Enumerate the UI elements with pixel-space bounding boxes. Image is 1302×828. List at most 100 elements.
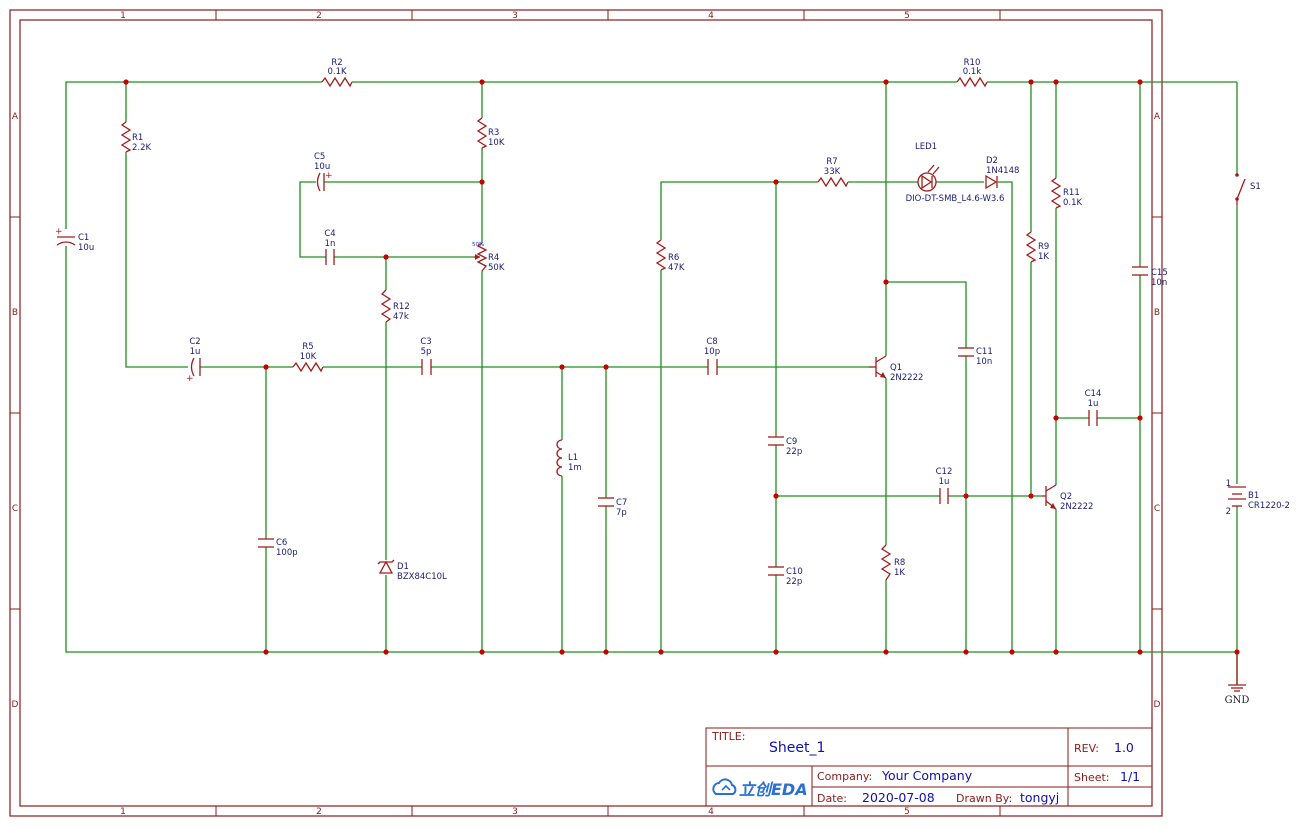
svg-text:2: 2 bbox=[316, 11, 322, 21]
capacitor-c6[interactable]: C6 100p bbox=[258, 538, 298, 558]
r1-ref: R1 bbox=[132, 133, 143, 143]
c12-value: 1u bbox=[939, 477, 950, 487]
resistor-r8[interactable]: R8 1K bbox=[880, 544, 905, 581]
r10-value: 0.1k bbox=[963, 67, 982, 77]
capacitor-c10[interactable]: C10 22p bbox=[768, 566, 803, 587]
resistor-r1[interactable]: R1 2.2K bbox=[120, 121, 152, 153]
svg-text:B: B bbox=[1154, 308, 1160, 318]
c4-value: 1n bbox=[325, 239, 336, 249]
svg-text:B: B bbox=[12, 308, 18, 318]
resistor-r7[interactable]: R7 33K bbox=[817, 157, 849, 188]
c15-value: 10n bbox=[1151, 278, 1167, 288]
c11-value: 10n bbox=[976, 357, 992, 367]
c7-value: 7p bbox=[616, 508, 627, 518]
b1-value: CR1220-2 bbox=[1248, 501, 1290, 511]
c5-value: 10u bbox=[314, 162, 330, 172]
q2-ref: Q2 bbox=[1060, 492, 1072, 502]
capacitor-c1[interactable]: + C1 10u bbox=[55, 227, 94, 253]
title-block: TITLE: Sheet_1 REV: 1.0 Company: Your Co… bbox=[705, 727, 1153, 807]
date-value: 2020-07-08 bbox=[862, 790, 935, 805]
b1-pin1: 1 bbox=[1226, 479, 1231, 489]
c9-ref: C9 bbox=[786, 437, 797, 447]
l1-value: 1m bbox=[568, 463, 582, 473]
rev-value: 1.0 bbox=[1114, 740, 1134, 755]
resistor-r12[interactable]: R12 47k bbox=[380, 289, 410, 323]
capacitor-c15[interactable]: C15 10n bbox=[1132, 266, 1168, 288]
capacitor-c8[interactable]: C8 10p bbox=[704, 337, 720, 375]
battery-b1[interactable]: 1 2 B1 CR1220-2 bbox=[1226, 479, 1290, 517]
resistor-r5[interactable]: R5 10K bbox=[292, 342, 324, 373]
potentiometer-r4[interactable]: 50% R4 50K bbox=[472, 242, 505, 273]
c12-ref: C12 bbox=[936, 467, 953, 477]
c14-value: 1u bbox=[1088, 399, 1099, 409]
r2-ref: R2 bbox=[331, 58, 342, 68]
svg-text:C: C bbox=[12, 504, 18, 514]
switch-s1[interactable]: S1 bbox=[1235, 173, 1261, 205]
resistor-r11[interactable]: R11 0.1K bbox=[1050, 177, 1083, 209]
svg-text:4: 4 bbox=[708, 807, 714, 817]
c14-ref: C14 bbox=[1085, 389, 1102, 399]
c6-ref: C6 bbox=[276, 538, 287, 548]
d1-value: BZX84C10L bbox=[397, 572, 447, 582]
resistor-r10[interactable]: R10 0.1k bbox=[956, 58, 988, 88]
logo-text: 立创EDA bbox=[739, 780, 808, 799]
q1-value: 2N2222 bbox=[890, 373, 923, 383]
svg-text:C: C bbox=[1154, 504, 1160, 514]
r7-ref: R7 bbox=[826, 157, 837, 167]
capacitor-c3[interactable]: C3 5p bbox=[420, 337, 432, 375]
ground-symbol: GND bbox=[1225, 652, 1249, 706]
r11-ref: R11 bbox=[1063, 188, 1080, 198]
r4-ref: R4 bbox=[488, 253, 499, 263]
c2-value: 1u bbox=[190, 347, 201, 357]
resistor-r3[interactable]: R3 10K bbox=[476, 117, 505, 149]
l1-ref: L1 bbox=[568, 453, 578, 463]
capacitor-c7[interactable]: C7 7p bbox=[598, 497, 627, 518]
svg-text:+: + bbox=[325, 171, 333, 181]
svg-text:D: D bbox=[1154, 700, 1161, 710]
r4-tag: 50% bbox=[472, 242, 484, 248]
r1-value: 2.2K bbox=[132, 143, 152, 153]
transistor-q2[interactable]: Q2 2N2222 bbox=[1042, 484, 1093, 512]
sheet-frame: 1 2 3 4 5 1 2 3 4 5 A B C D A B C D bbox=[9, 9, 1163, 817]
r12-value: 47k bbox=[393, 312, 409, 322]
capacitor-c9[interactable]: C9 22p bbox=[768, 436, 802, 457]
eda-logo: 立创EDA bbox=[712, 778, 808, 799]
b1-ref: B1 bbox=[1248, 491, 1259, 501]
date-label: Date: bbox=[817, 792, 847, 805]
svg-text:A: A bbox=[1154, 112, 1161, 122]
resistor-r6[interactable]: R6 47K bbox=[655, 239, 685, 273]
c1-value: 10u bbox=[78, 243, 94, 253]
capacitor-c14[interactable]: C14 1u bbox=[1085, 389, 1102, 426]
transistor-q1[interactable]: Q1 2N2222 bbox=[869, 355, 923, 383]
resistor-r9[interactable]: R9 1K bbox=[1025, 231, 1049, 263]
resistor-r2[interactable]: R2 0.1K bbox=[321, 58, 353, 88]
d2-value: 1N4148 bbox=[986, 166, 1019, 176]
r7-value: 33K bbox=[824, 167, 841, 177]
c8-ref: C8 bbox=[706, 337, 717, 347]
svg-text:3: 3 bbox=[512, 807, 518, 817]
inductor-l1[interactable]: L1 1m bbox=[556, 439, 582, 477]
q1-ref: Q1 bbox=[890, 363, 902, 373]
company-value: Your Company bbox=[881, 768, 973, 783]
c4-ref: C4 bbox=[324, 229, 335, 239]
capacitor-c2[interactable]: + C2 1u bbox=[186, 337, 201, 384]
title-value: Sheet_1 bbox=[769, 740, 825, 756]
led-led1[interactable]: LED1 DIO-DT-SMB_L4.6-W3.6 bbox=[906, 142, 1005, 204]
capacitor-c5[interactable]: + C5 10u bbox=[314, 152, 333, 192]
d2-ref: D2 bbox=[986, 156, 998, 166]
r12-ref: R12 bbox=[393, 302, 410, 312]
c8-value: 10p bbox=[704, 347, 720, 357]
capacitor-c12[interactable]: C12 1u bbox=[936, 467, 953, 504]
r11-value: 0.1K bbox=[1063, 198, 1083, 208]
capacitor-c4[interactable]: C4 1n bbox=[324, 229, 336, 265]
diode-d2[interactable]: D2 1N4148 bbox=[985, 156, 1019, 190]
svg-text:+: + bbox=[55, 227, 63, 237]
zener-diode-d1[interactable]: D1 BZX84C10L bbox=[377, 559, 447, 582]
sheet-label: Sheet: bbox=[1074, 771, 1110, 784]
r5-value: 10K bbox=[300, 352, 317, 362]
svg-text:3: 3 bbox=[512, 11, 518, 21]
r9-ref: R9 bbox=[1038, 242, 1049, 252]
c5-ref: C5 bbox=[314, 152, 325, 162]
r8-value: 1K bbox=[894, 568, 905, 578]
capacitor-c11[interactable]: C11 10n bbox=[958, 347, 993, 367]
